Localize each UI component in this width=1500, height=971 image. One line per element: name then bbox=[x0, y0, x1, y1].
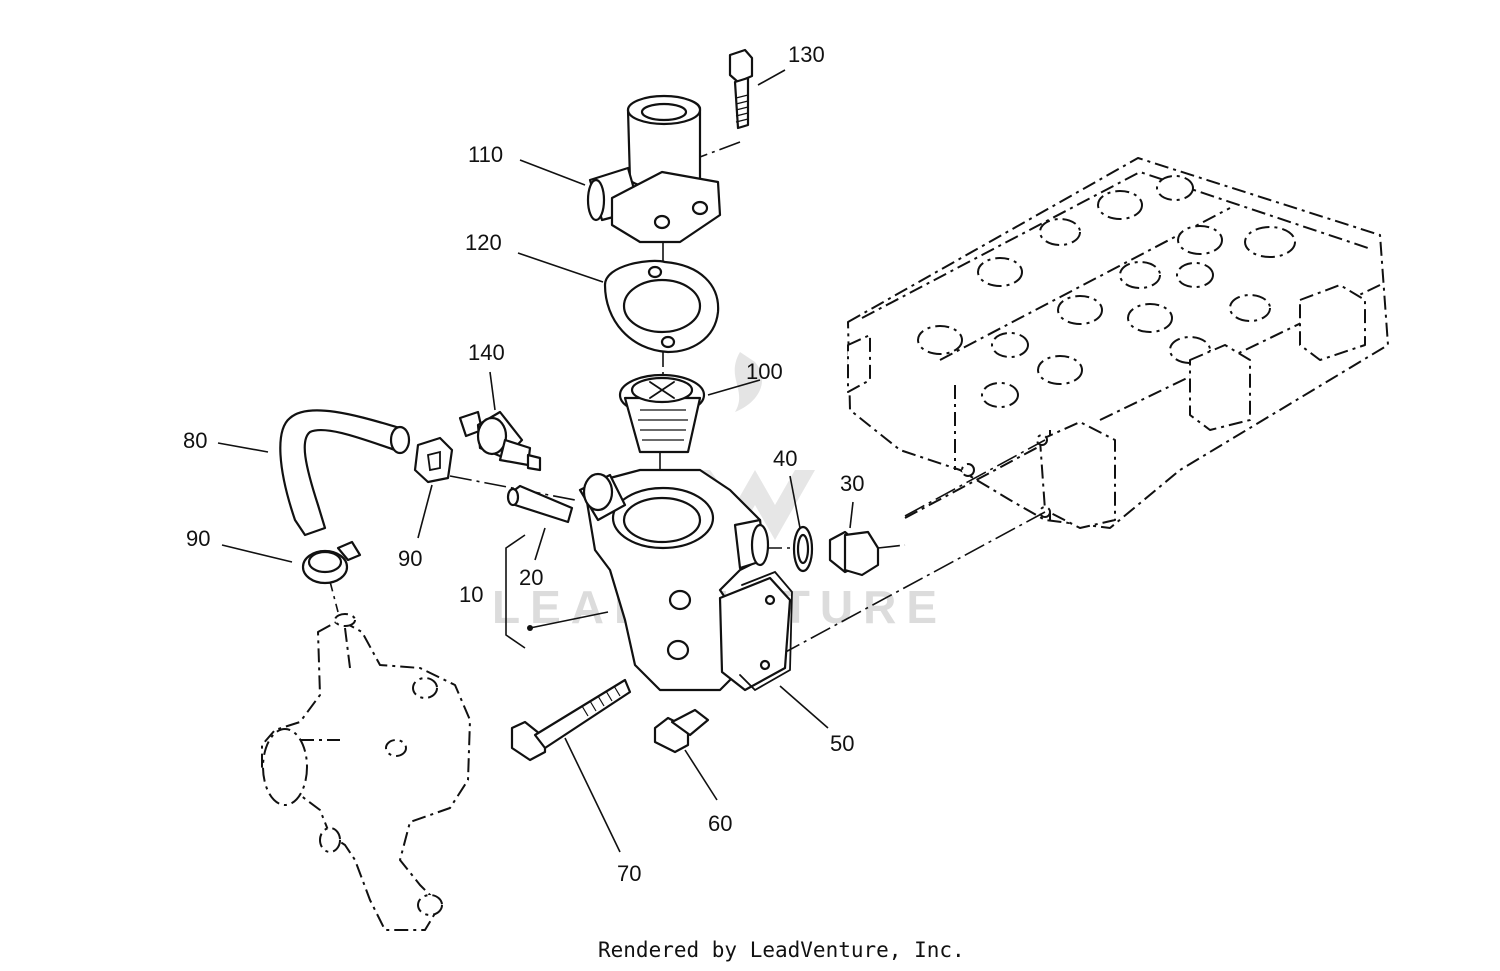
gasket-40-part bbox=[792, 525, 814, 573]
bolt-70-part bbox=[510, 678, 632, 762]
callout-labels: 130 110 120 140 100 80 40 30 90 90 20 10… bbox=[183, 42, 864, 886]
callout-70: 70 bbox=[617, 861, 641, 886]
callout-60: 60 bbox=[708, 811, 732, 836]
clamp-90-upper-part bbox=[413, 436, 454, 484]
callout-10: 10 bbox=[459, 582, 483, 607]
engine-cylinder-head bbox=[847, 157, 1389, 529]
callout-80: 80 bbox=[183, 428, 207, 453]
gasket-50-part bbox=[739, 570, 793, 692]
callout-140: 140 bbox=[468, 340, 505, 365]
bolt-60-part bbox=[653, 708, 710, 754]
bypass-hose-80-part bbox=[279, 409, 411, 537]
leader-lines bbox=[217, 69, 854, 853]
water-pump-phantom bbox=[261, 613, 471, 931]
callout-40: 40 bbox=[773, 446, 797, 471]
callout-130: 130 bbox=[788, 42, 825, 67]
water-flange-110-part bbox=[586, 94, 722, 244]
callout-120: 120 bbox=[465, 230, 502, 255]
rendered-by-credit: Rendered by LeadVenture, Inc. bbox=[598, 938, 965, 962]
thermostat-100-part bbox=[618, 373, 706, 454]
clamp-90-lower-part bbox=[301, 540, 362, 585]
callout-50: 50 bbox=[830, 731, 854, 756]
gasket-120-part bbox=[603, 259, 720, 354]
pipe-20-part bbox=[506, 484, 574, 524]
thermostat-housing-10-part bbox=[578, 468, 792, 692]
callout-90-upper: 90 bbox=[398, 546, 422, 571]
bolt-130-part bbox=[728, 48, 754, 130]
callout-110: 110 bbox=[468, 142, 503, 167]
callout-20: 20 bbox=[519, 565, 543, 590]
callout-30: 30 bbox=[840, 471, 864, 496]
callout-90-lower: 90 bbox=[186, 526, 210, 551]
thermo-switch-140-part bbox=[458, 410, 542, 472]
plug-30-part bbox=[828, 530, 880, 577]
callout-100: 100 bbox=[746, 359, 783, 384]
